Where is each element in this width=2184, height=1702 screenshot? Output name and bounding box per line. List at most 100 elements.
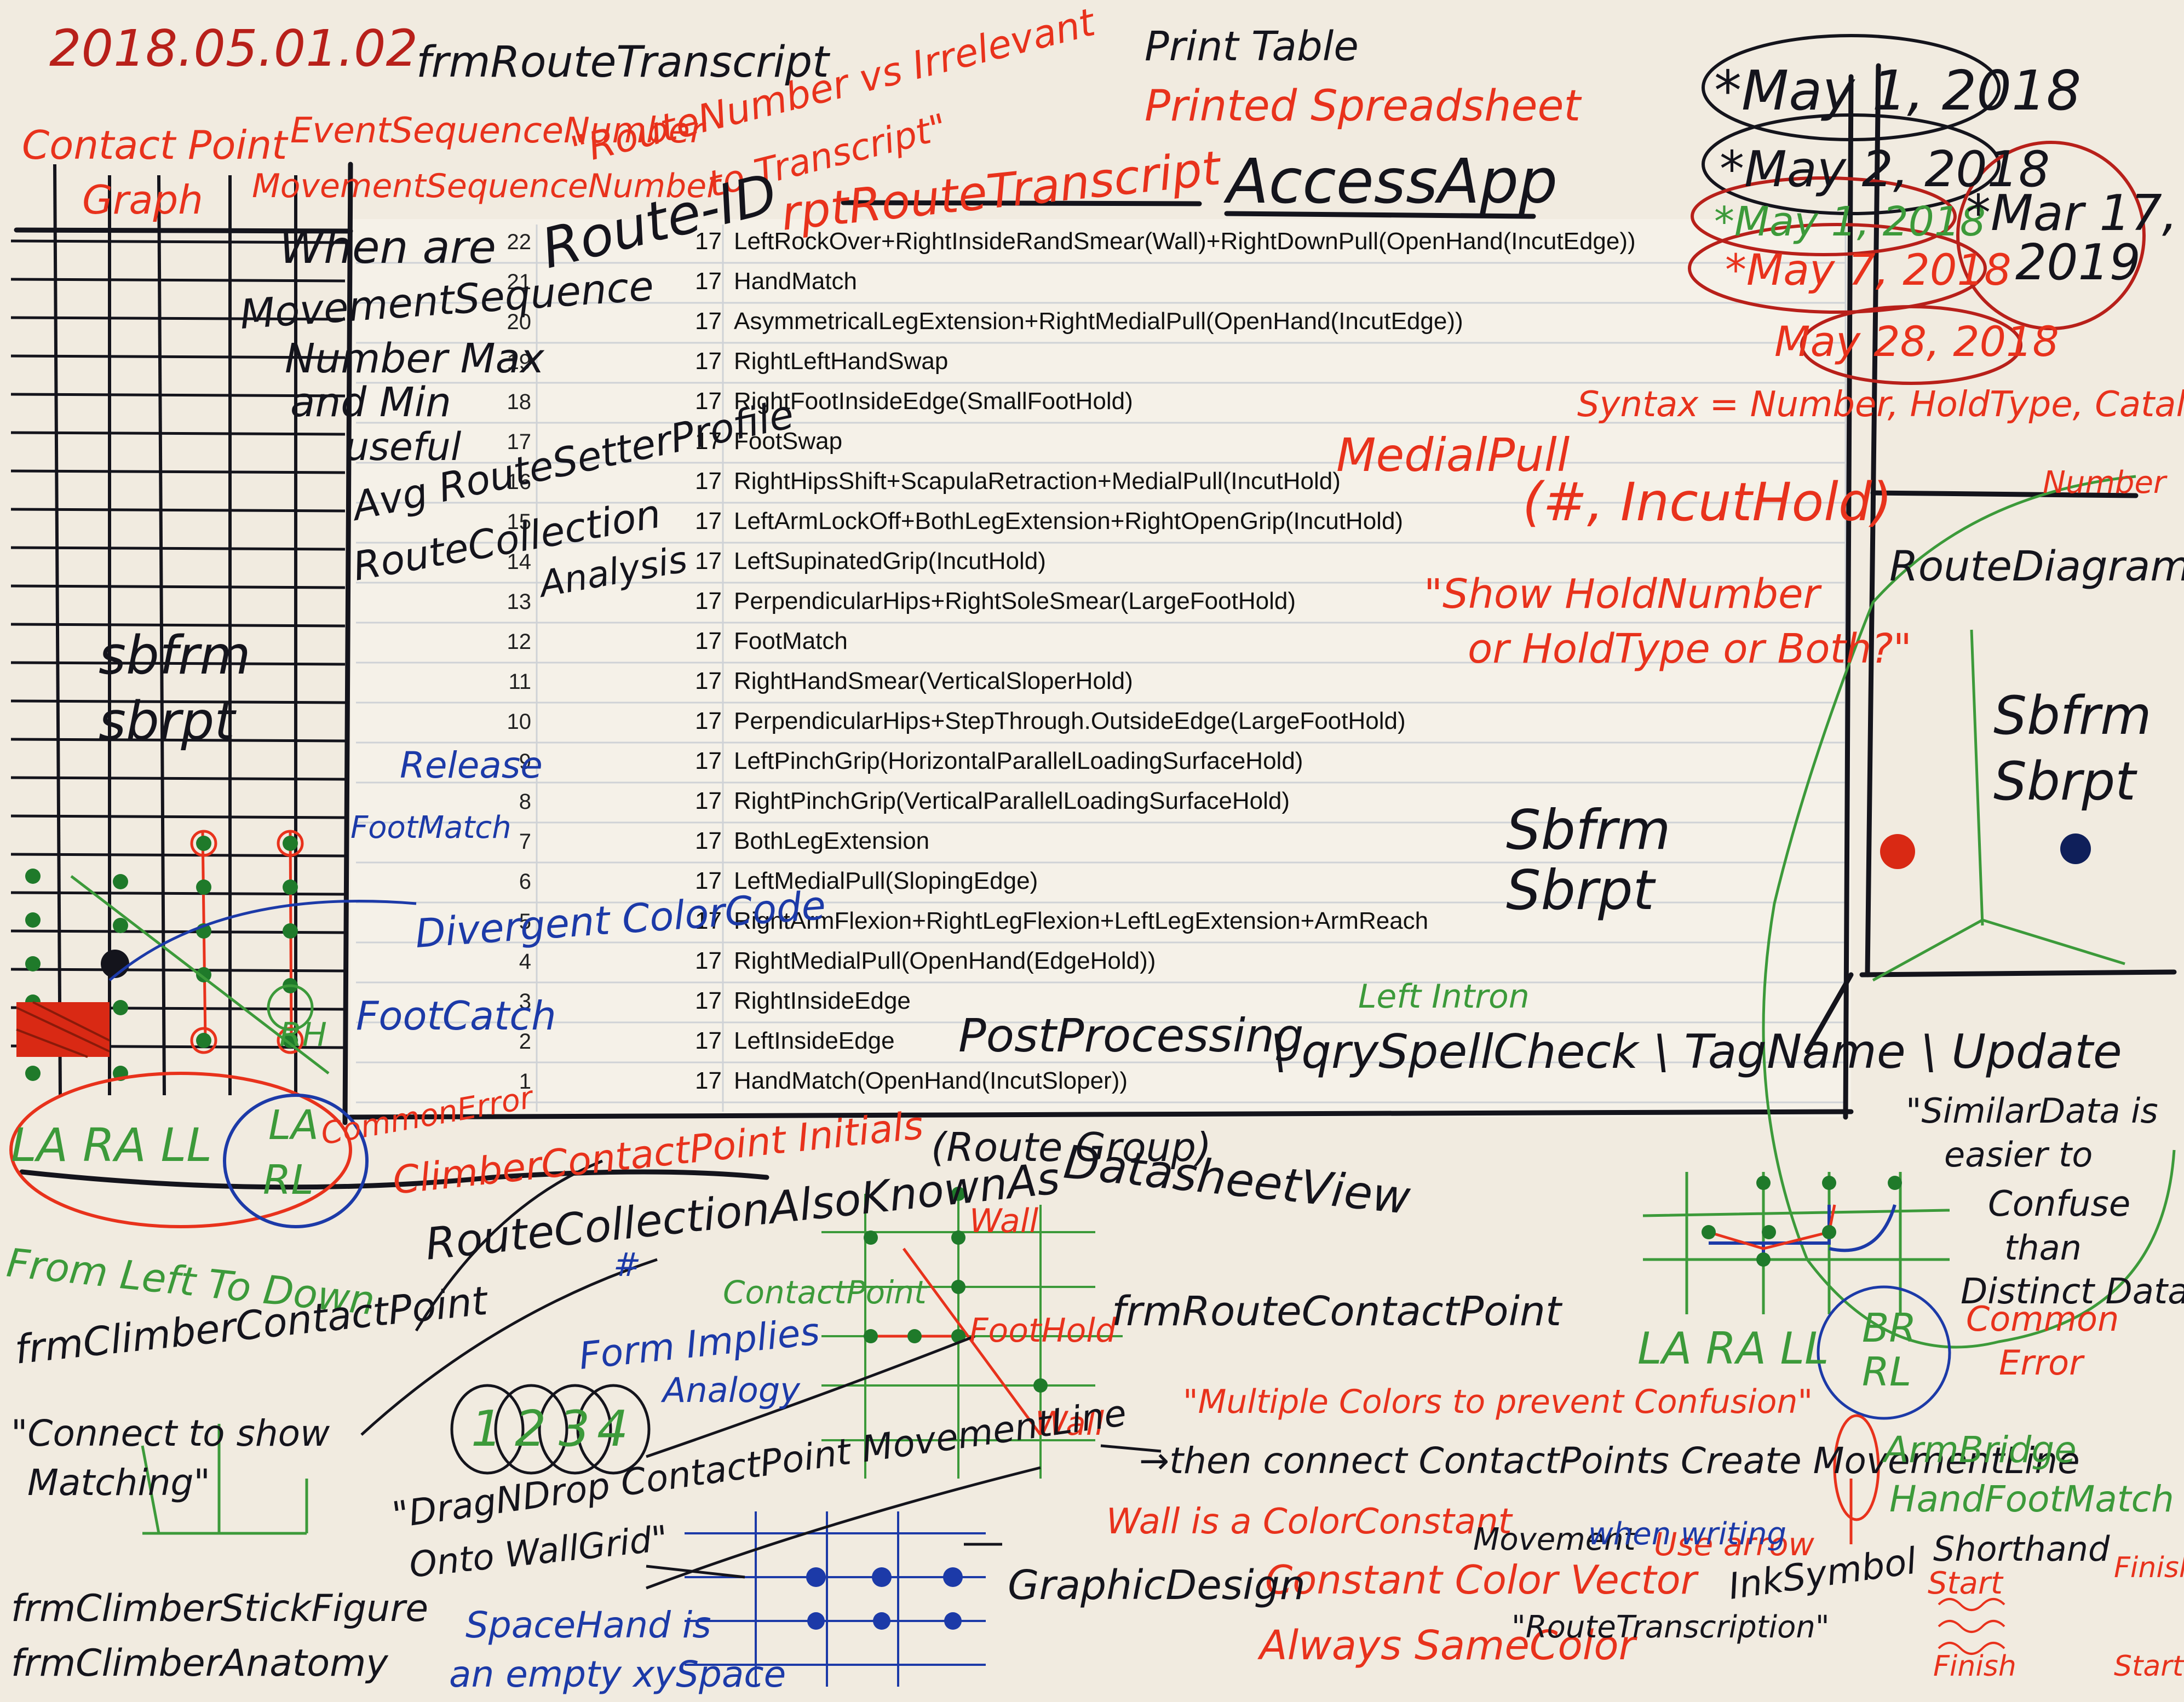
wall-grid-holds — [864, 1187, 1048, 1436]
divider-bottom — [348, 1109, 1854, 1120]
row-number: 10 — [507, 710, 532, 734]
row-number: 12 — [507, 630, 532, 654]
frm-stick-figure: frmClimberStickFigure — [11, 1587, 428, 1630]
frame-line — [1804, 972, 1854, 1054]
movement-cell: FootMatch — [734, 628, 848, 654]
left-contact-diagram — [16, 830, 330, 1081]
from-transcript-label: frmRouteTranscript — [416, 38, 830, 87]
movement-cell: AsymmetricalLegExtension+RightMedialPull… — [734, 308, 1463, 335]
empty-space-note: an empty xySpace — [449, 1653, 786, 1695]
when-writing-note: when writing — [1588, 1516, 1786, 1552]
route-id-cell: 17 — [695, 308, 722, 335]
contact-point-note: ContactPoint — [723, 1274, 928, 1311]
multiple-colors-note: "Multiple Colors to prevent Confusion" — [1183, 1383, 1813, 1421]
footmatch-note: FootMatch — [350, 810, 511, 846]
route-id-cell: 17 — [695, 987, 722, 1014]
number-note: Number — [2043, 465, 2168, 501]
route-id-cell: 17 — [695, 268, 722, 295]
rh-note: RH — [279, 1016, 327, 1054]
than-note: than — [2004, 1228, 2082, 1268]
right-notes-text: Syntax = Number, HoldType, CatalogueNo N… — [1336, 384, 2184, 1683]
ledger-stripe — [10, 316, 346, 321]
frm-anatomy: frmClimberAnatomy — [11, 1642, 388, 1685]
route-diagram-note: RouteDiagram — [1889, 542, 2184, 590]
hand-foot-match-note: HandFootMatch — [1889, 1478, 2174, 1520]
movement-cell: HandMatch(OpenHand(IncutSloper)) — [734, 1067, 1128, 1094]
route-id-cell: 17 — [695, 668, 722, 694]
confuse-note: Confuse — [1988, 1184, 2130, 1224]
ledger-stripe — [10, 508, 346, 513]
arm-bridge-note: ArmBridge — [1882, 1429, 2077, 1471]
sbrpt-left-note: sbrpt — [99, 691, 237, 752]
circle-4: 4 — [597, 1400, 628, 1458]
movement-cell: RightPinchGrip(VerticalParallelLoadingSu… — [734, 787, 1290, 814]
analogy-note: Analogy — [660, 1370, 801, 1410]
table-row: 6 17 LeftMedialPull(SlopingEdge) — [519, 867, 1038, 894]
frm-route-contact-point: frmRouteContactPoint — [1112, 1288, 1563, 1335]
route-id-cell: 17 — [695, 228, 722, 255]
sbrpt-mid-note: Sbrpt — [1506, 858, 1657, 922]
space-grid — [685, 1511, 986, 1687]
medial-pull-note: MedialPull — [1336, 428, 1570, 482]
date-5: May 28, 2018 — [1774, 317, 2059, 366]
limb-labels-right: LA RA LL — [1637, 1323, 1829, 1374]
similar-data-note: "SimilarData is — [1906, 1091, 2158, 1131]
ledger-stripe — [10, 776, 346, 781]
movement-cell: RightLeftHandSwap — [734, 348, 948, 375]
la-label: LA — [268, 1102, 319, 1149]
footcatch-note: FootCatch — [356, 993, 556, 1039]
then-connect-note: →then connect ContactPoints Create Movem… — [1139, 1440, 2080, 1482]
foothold-label: FootHold — [969, 1312, 1117, 1350]
route-id-cell: 17 — [695, 468, 722, 495]
sbfrm-mid-note: Sbfrm — [1506, 798, 1671, 862]
route-id-cell: 17 — [695, 867, 722, 894]
movement-cell: LeftInsideEdge — [734, 1027, 895, 1054]
common-label-right: Common — [1966, 1299, 2119, 1339]
route-transcription-note: "RouteTranscription" — [1511, 1609, 1830, 1645]
contact-point-label: Contact Point — [22, 122, 289, 168]
limb-labels-left: LA RA LL — [11, 1118, 212, 1172]
date-1: *May 1, 2018 — [1714, 59, 2081, 123]
when-are-note: When are — [279, 222, 496, 274]
row-number: 7 — [519, 830, 531, 854]
wall-label-1: Wall — [969, 1202, 1038, 1240]
arrow-ellipse — [1833, 1414, 1880, 1521]
number-circles — [450, 1384, 651, 1475]
right-mini-diagram — [1702, 1176, 1951, 1420]
route-id-cell: 17 — [695, 947, 722, 974]
frame-line — [19, 1169, 769, 1190]
rl-label: RL — [263, 1157, 314, 1204]
or-hold-note: or HoldType or Both?" — [1468, 625, 1912, 672]
row-number: 17 — [507, 430, 532, 454]
br-label: BR — [1862, 1305, 1916, 1351]
movement-cell: LeftSupinatedGrip(IncutHold) — [734, 548, 1046, 574]
circle-2: 2 — [515, 1400, 546, 1458]
movement-cell: BothLegExtension — [734, 827, 929, 854]
left-intron-note: Left Intron — [1358, 978, 1530, 1016]
route-id-cell: 17 — [695, 787, 722, 814]
row-number: 19 — [507, 350, 532, 374]
movement-cell: PerpendicularHips+StepThrough.OutsideEdg… — [734, 708, 1406, 734]
hash-note: # — [613, 1246, 641, 1284]
movement-cell: LeftMedialPull(SlopingEdge) — [734, 867, 1038, 894]
print-table-label: Print Table — [1145, 23, 1359, 70]
use-arrow-note: Use arrow — [1654, 1526, 1815, 1563]
ledger-stripe — [10, 661, 346, 666]
date-6-line2: 2019 — [2015, 234, 2141, 291]
frame-line — [841, 200, 1202, 206]
row-number: 6 — [519, 870, 531, 894]
route-id-cell: 17 — [695, 548, 722, 574]
route-id-cell: 17 — [695, 907, 722, 934]
always-same-color-note: Always SameColor — [1257, 1622, 1638, 1669]
constant-color-note: Constant Color Vector — [1265, 1557, 1699, 1603]
